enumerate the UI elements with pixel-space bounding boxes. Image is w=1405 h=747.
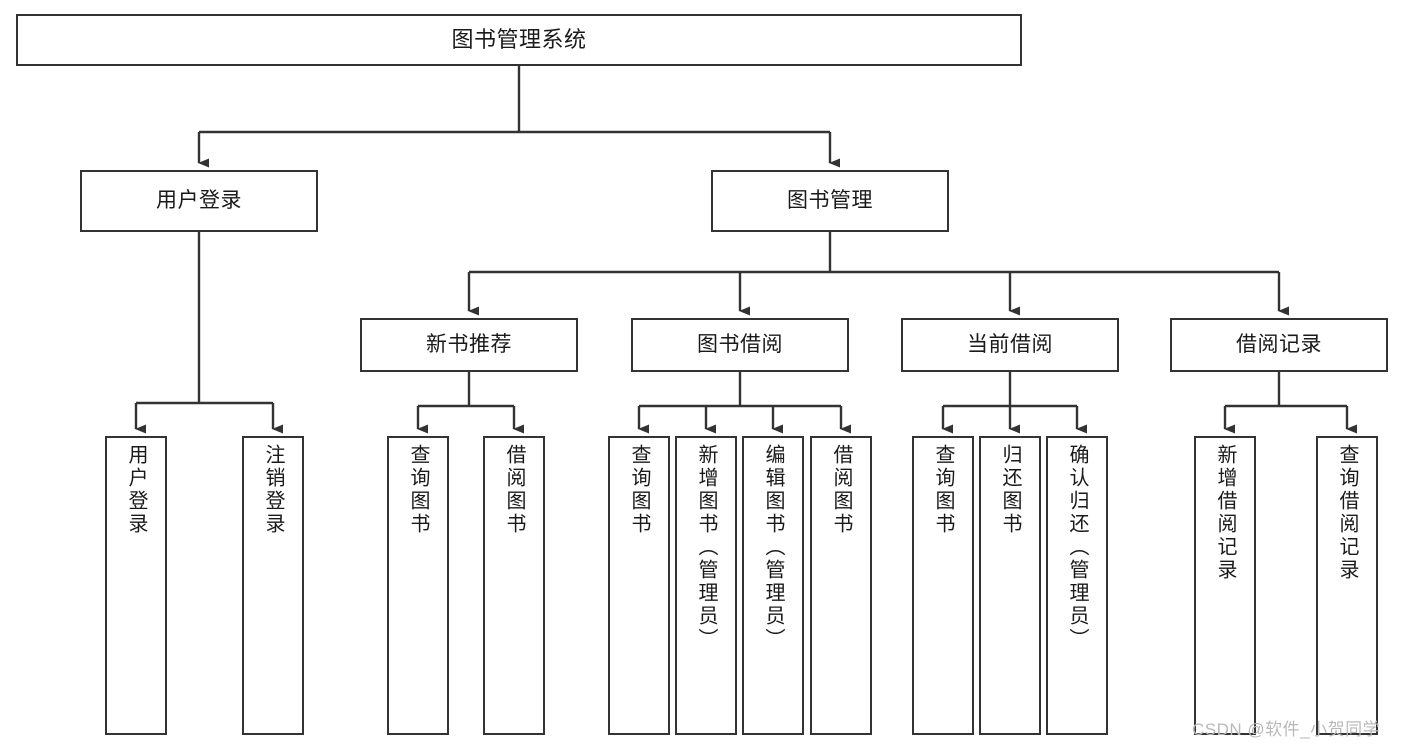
node-label: 借阅图书 <box>503 444 525 536</box>
node-root-system[interactable]: 图书管理系统 <box>16 14 1022 66</box>
leaf-borrow-book-recommend[interactable]: 借阅图书 <box>483 436 545 735</box>
node-current-borrow[interactable]: 当前借阅 <box>901 318 1119 372</box>
leaf-add-book-admin[interactable]: 新增图书（管理员） <box>675 436 737 735</box>
leaf-confirm-return-admin[interactable]: 确认归还（管理员） <box>1046 436 1108 735</box>
node-label: 新增图书（管理员） <box>695 444 717 651</box>
leaf-logout-login[interactable]: 注销登录 <box>242 436 304 735</box>
leaf-query-book-current[interactable]: 查询图书 <box>912 436 974 735</box>
leaf-query-book-borrow[interactable]: 查询图书 <box>608 436 670 735</box>
node-label: 查询图书 <box>407 444 429 536</box>
node-label: 新书推荐 <box>426 333 512 357</box>
watermark-label: CSDN @软件_小贺同学 <box>1192 720 1381 739</box>
leaf-add-borrow-record[interactable]: 新增借阅记录 <box>1194 436 1256 735</box>
node-label: 查询图书 <box>628 444 650 536</box>
node-label: 编辑图书（管理员） <box>762 444 784 651</box>
node-label: 当前借阅 <box>967 333 1053 357</box>
node-borrow-record[interactable]: 借阅记录 <box>1170 318 1388 372</box>
leaf-user-login[interactable]: 用户登录 <box>105 436 167 735</box>
leaf-query-borrow-record[interactable]: 查询借阅记录 <box>1316 436 1378 735</box>
node-label: 图书管理系统 <box>451 26 587 52</box>
node-label: 查询借阅记录 <box>1336 444 1358 582</box>
node-label: 借阅图书 <box>830 444 852 536</box>
node-label: 注销登录 <box>262 444 284 536</box>
leaf-query-book-recommend[interactable]: 查询图书 <box>387 436 449 735</box>
node-user-login[interactable]: 用户登录 <box>80 170 318 232</box>
node-new-book-recommend[interactable]: 新书推荐 <box>360 318 578 372</box>
node-label: 借阅记录 <box>1236 333 1322 357</box>
node-label: 查询图书 <box>932 444 954 536</box>
node-label: 确认归还（管理员） <box>1066 444 1088 651</box>
node-label: 图书管理 <box>787 189 873 213</box>
leaf-edit-book-admin[interactable]: 编辑图书（管理员） <box>742 436 804 735</box>
node-label: 归还图书 <box>999 444 1021 536</box>
node-label: 用户登录 <box>125 444 147 536</box>
node-book-borrow[interactable]: 图书借阅 <box>631 318 849 372</box>
node-label: 新增借阅记录 <box>1214 444 1236 582</box>
leaf-borrow-book-borrow[interactable]: 借阅图书 <box>810 436 872 735</box>
leaf-return-book[interactable]: 归还图书 <box>979 436 1041 735</box>
node-book-management[interactable]: 图书管理 <box>711 170 949 232</box>
node-label: 用户登录 <box>156 189 242 213</box>
csdn-watermark: CSDN @软件_小贺同学 <box>1192 715 1380 740</box>
node-label: 图书借阅 <box>697 333 783 357</box>
